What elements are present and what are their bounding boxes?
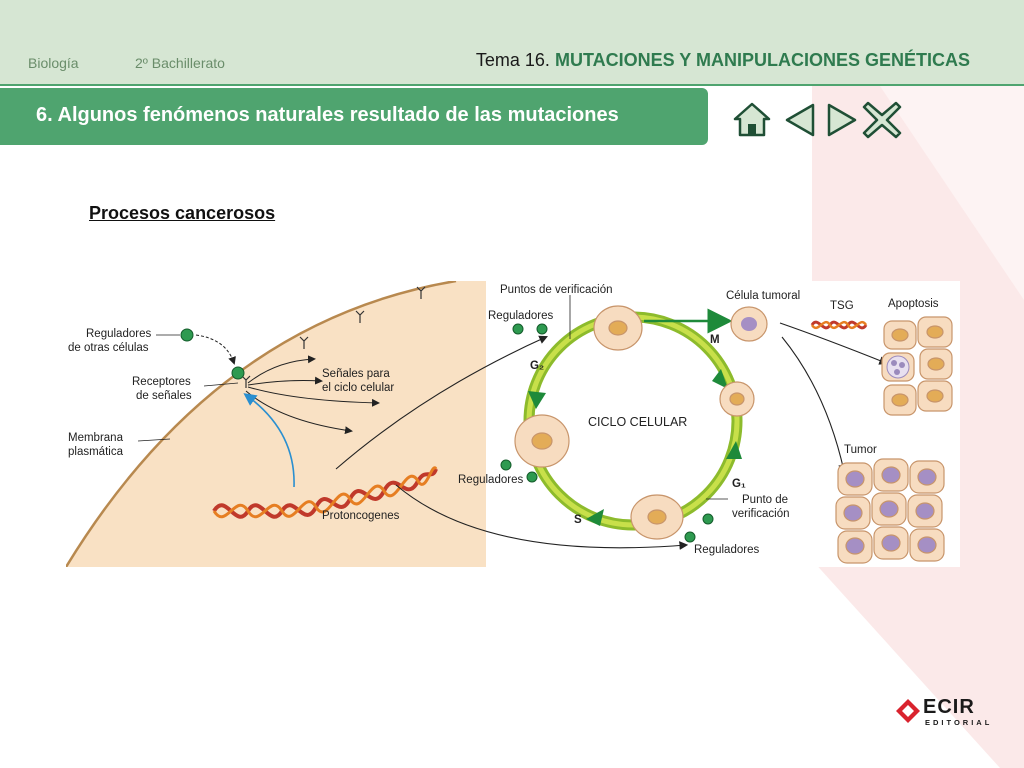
label-senales-1: Señales para	[322, 368, 390, 380]
label-leader-receptors	[203, 382, 239, 387]
home-icon	[733, 102, 771, 137]
label-receptores-2: de señales	[136, 390, 192, 402]
membrane-receptors	[241, 286, 426, 388]
protoncogene-dna	[212, 466, 438, 519]
label-m: M	[710, 334, 720, 346]
label-membrana-2: plasmática	[68, 446, 124, 458]
label-senales-2: el ciclo celular	[322, 382, 394, 394]
label-reguladores-top: Reguladores	[488, 310, 553, 322]
label-s: S	[574, 514, 582, 526]
apoptosis-arrow	[779, 322, 889, 365]
publisher-logo-icon	[896, 699, 920, 723]
label-celula-tumoral: Célula tumoral	[726, 290, 800, 302]
label-puntos-verificacion: Puntos de verificación	[500, 284, 613, 296]
previous-icon	[785, 103, 815, 137]
label-tsg: TSG	[830, 300, 854, 312]
label-tumor: Tumor	[844, 444, 877, 456]
header-divider	[0, 84, 1024, 86]
close-icon	[862, 101, 902, 139]
label-reguladores-otras-2: de otras células	[68, 342, 149, 354]
title-bar	[0, 88, 708, 145]
publisher-logo: ECIR EDITORIAL	[895, 696, 989, 728]
label-g2: G₂	[530, 360, 544, 372]
close-button[interactable]	[862, 100, 902, 140]
label-ciclo-celular: CICLO CELULAR	[588, 415, 687, 429]
course-label: 2º Bachillerato	[135, 55, 225, 71]
label-apoptosis: Apoptosis	[888, 298, 939, 310]
home-button[interactable]	[732, 100, 772, 140]
receptor-molecule	[231, 366, 245, 380]
next-icon	[827, 103, 857, 137]
label-reguladores-left: Reguladores	[458, 474, 523, 486]
tumor-cell	[730, 306, 768, 342]
header-band	[0, 0, 1024, 85]
label-reguladores-otras-1: Reguladores	[86, 328, 151, 340]
regulator-molecule	[536, 323, 548, 335]
regulator-path-arrow	[195, 334, 236, 365]
tsg-dna	[810, 320, 868, 330]
regulator-molecule	[684, 531, 696, 543]
tema-prefix: Tema 16.	[475, 50, 550, 70]
label-protoncogenes: Protoncogenes	[322, 510, 400, 522]
expression-arrow	[243, 393, 295, 488]
section-heading: Procesos cancerosos	[89, 203, 276, 223]
apoptotic-cell	[886, 355, 910, 379]
label-punto-verificacion-1: Punto de	[742, 494, 788, 506]
label-g1: G₁	[732, 478, 746, 490]
protoncogene-arrow-bottom	[395, 484, 689, 550]
subject-label: Biología	[28, 55, 79, 71]
logo-sub-text: EDITORIAL	[925, 718, 993, 727]
regulator-molecule	[180, 328, 194, 342]
regulator-molecule	[702, 513, 714, 525]
regulator-molecule	[526, 471, 538, 483]
page-title: 6. Algunos fenómenos naturales resultado…	[36, 104, 619, 126]
protoncogene-arrow-top	[335, 335, 549, 470]
previous-button[interactable]	[780, 100, 820, 140]
next-button[interactable]	[822, 100, 862, 140]
label-receptores-1: Receptores	[132, 376, 191, 388]
label-leader-membrane	[137, 438, 171, 442]
label-membrana-1: Membrana	[68, 432, 124, 444]
tumor-arrow	[781, 336, 847, 474]
tumor-cells	[835, 458, 945, 564]
regulator-molecule	[512, 323, 524, 335]
tema-title: MUTACIONES Y MANIPULACIONES GENÉTICAS	[554, 50, 970, 70]
cycle-cells	[514, 305, 755, 540]
cycle-direction-arrows	[528, 369, 742, 526]
tema-heading: Tema 16. MUTACIONES Y MANIPULACIONES GEN…	[476, 50, 970, 71]
label-punto-verificacion-2: verificación	[732, 508, 790, 520]
regulator-molecule	[500, 459, 512, 471]
cancer-process-diagram: Reguladores de otras células Receptores …	[66, 281, 960, 567]
label-reguladores-bottom: Reguladores	[694, 544, 759, 556]
logo-main-text: ECIR	[923, 696, 975, 718]
